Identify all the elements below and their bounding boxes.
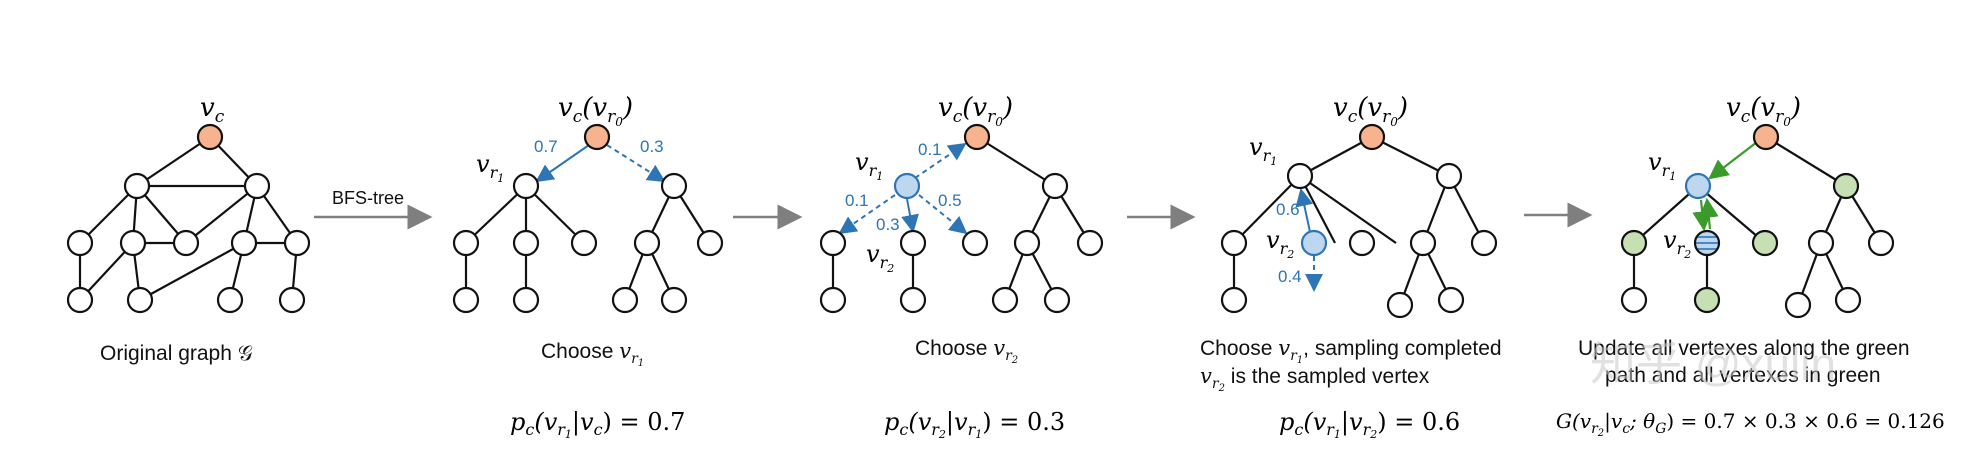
- caption-line2: path and all vertexes in green: [1605, 364, 1881, 387]
- caption-choose: Choose vr2: [915, 336, 1018, 366]
- vc-label: vc: [200, 93, 225, 127]
- vr1-label: vr1: [1249, 133, 1277, 168]
- vr2-label: vr2: [1266, 226, 1294, 261]
- vr2-label: vr2: [866, 240, 894, 275]
- vr1-label: vr1: [855, 148, 883, 183]
- formula: G(vr2|vc; θG) = 0.7 × 0.3 × 0.6 = 0.126: [1556, 409, 1945, 439]
- prob-label: 0.3: [640, 137, 664, 156]
- caption-line1: Choose vr1, sampling completed: [1200, 336, 1502, 366]
- vr1-label: vr1: [1648, 148, 1676, 183]
- watermark: 知乎 @xulin: [1590, 338, 1836, 390]
- vr1-label: vr1: [476, 150, 504, 185]
- graph-nodes: [66, 123, 311, 314]
- vr1-node: [893, 172, 921, 200]
- arrow-bfs-tree: BFS-tree: [314, 188, 433, 230]
- prob-label: 0.5: [938, 191, 962, 210]
- edge-prob-03: [606, 144, 666, 183]
- bfs-tree-label: BFS-tree: [332, 188, 404, 208]
- caption-original-graph: Original graph 𝒢: [100, 342, 253, 365]
- green-path: [1708, 141, 1758, 180]
- prob-label: 0.7: [534, 137, 558, 156]
- panel-original-graph: vc: [66, 93, 311, 365]
- caption-line1: Update all vertexes along the green: [1578, 337, 1910, 360]
- sampled-vertex: [1693, 229, 1721, 257]
- root-label: vc(vr0): [938, 93, 1013, 129]
- root-label: vc(vr0): [1726, 93, 1801, 129]
- center-node: [196, 123, 224, 151]
- formula: pc(vr1|vr2) = 0.6: [1279, 408, 1460, 441]
- panel-sampling-completed: vc(vr0) vr1 vr2 0.6 0.4 Choose vr1, samp…: [1200, 93, 1502, 441]
- prob-label: 0.1: [845, 191, 869, 210]
- prob-label: 0.4: [1278, 267, 1302, 286]
- root-label: vc(vr0): [1333, 93, 1408, 129]
- panel-choose-vr1: vc(vr0) vr1 0.7 0.3 Choose vr1 pc(vr1|vc…: [452, 93, 724, 441]
- green-path: [1698, 197, 1719, 230]
- formula: pc(vr2|vr1) = 0.3: [884, 408, 1065, 441]
- panel-choose-vr2: vc(vr0) vr1 vr2 0.1 0.1 0.3 0.5 Choose v…: [819, 93, 1104, 441]
- graph-edges: [78, 136, 299, 301]
- prob-label: 0.6: [1276, 200, 1300, 219]
- green-path: [1692, 199, 1713, 232]
- caption-line2: vr2 is the sampled vertex: [1200, 364, 1430, 394]
- vr2-label: vr2: [1663, 226, 1691, 261]
- prob-label: 0.3: [876, 215, 900, 234]
- edge-prob-07: [535, 144, 590, 183]
- caption-choose: Choose vr1: [541, 339, 644, 369]
- prob-label: 0.1: [918, 140, 942, 159]
- vr2-node: [1300, 229, 1328, 257]
- formula: pc(vr1|vc) = 0.7: [510, 408, 685, 441]
- root-label: vc(vr0): [558, 93, 633, 129]
